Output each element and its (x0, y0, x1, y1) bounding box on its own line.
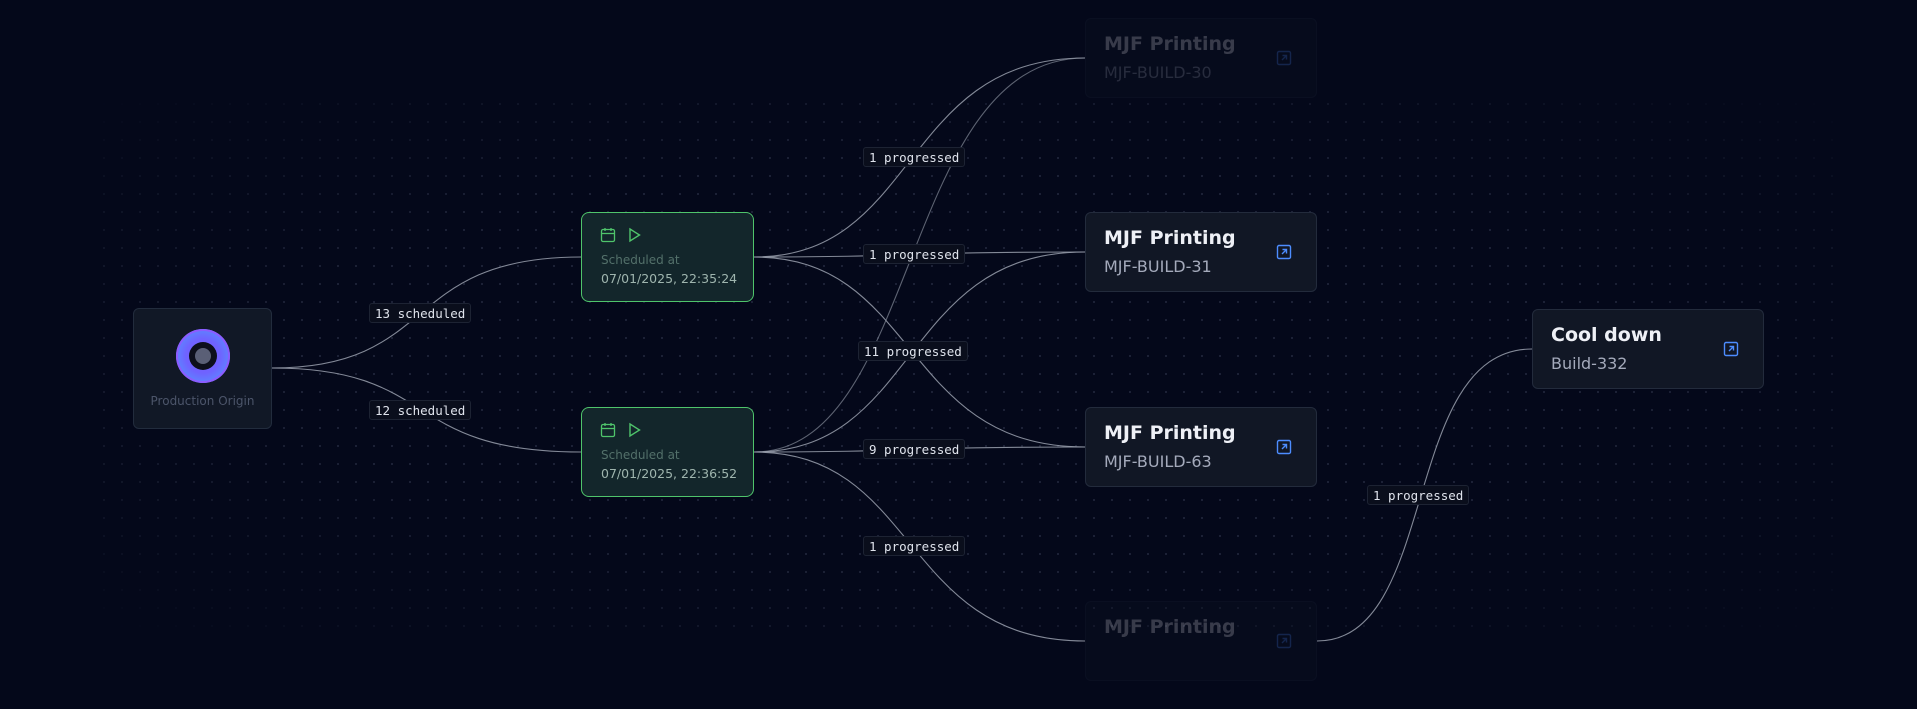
external-link-icon[interactable] (1276, 244, 1292, 260)
play-icon[interactable] (626, 422, 642, 438)
edge-label: 9 progressed (863, 439, 966, 459)
step-node-build-30[interactable]: MJF Printing MJF-BUILD-30 (1085, 18, 1317, 98)
scheduled-time: 07/01/2025, 22:35:24 (601, 271, 738, 286)
scheduled-caption: Scheduled at (601, 253, 680, 267)
step-node-build-63[interactable]: MJF Printing MJF-BUILD-63 (1085, 407, 1317, 487)
scheduled-time: 07/01/2025, 22:36:52 (601, 466, 738, 481)
step-title: MJF Printing (1104, 33, 1236, 55)
step-subtitle: Build-332 (1551, 354, 1628, 373)
edge-label: 12 scheduled (369, 400, 472, 420)
external-link-icon[interactable] (1276, 439, 1292, 455)
edge-label: 11 progressed (858, 341, 968, 361)
calendar-icon (600, 423, 616, 438)
step-title: MJF Printing (1104, 616, 1236, 638)
edge-label: 13 scheduled (369, 303, 472, 323)
origin-ring-icon (176, 329, 230, 383)
step-subtitle: MJF-BUILD-31 (1104, 257, 1212, 276)
edge-label: 1 progressed (863, 147, 966, 167)
calendar-icon (600, 228, 616, 243)
external-link-icon[interactable] (1276, 633, 1292, 649)
step-title: MJF Printing (1104, 422, 1236, 444)
external-link-icon[interactable] (1276, 50, 1292, 66)
step-subtitle: MJF-BUILD-63 (1104, 452, 1212, 471)
edge-label: 1 progressed (863, 244, 966, 264)
step-node-faded[interactable]: MJF Printing (1085, 601, 1317, 681)
production-origin-node[interactable]: Production Origin (133, 308, 272, 429)
scheduled-node-1[interactable]: Scheduled at 07/01/2025, 22:35:24 (581, 212, 754, 302)
external-link-icon[interactable] (1723, 341, 1739, 357)
edge-label: 1 progressed (863, 536, 966, 556)
edge-label: 1 progressed (1367, 485, 1470, 505)
scheduled-caption: Scheduled at (601, 448, 680, 462)
step-title: MJF Printing (1104, 227, 1236, 249)
step-subtitle: MJF-BUILD-30 (1104, 63, 1212, 82)
step-node-cool-down[interactable]: Cool down Build-332 (1532, 309, 1764, 389)
step-node-build-31[interactable]: MJF Printing MJF-BUILD-31 (1085, 212, 1317, 292)
scheduled-node-2[interactable]: Scheduled at 07/01/2025, 22:36:52 (581, 407, 754, 497)
step-title: Cool down (1551, 324, 1662, 346)
origin-label: Production Origin (150, 394, 255, 408)
play-icon[interactable] (626, 227, 642, 243)
